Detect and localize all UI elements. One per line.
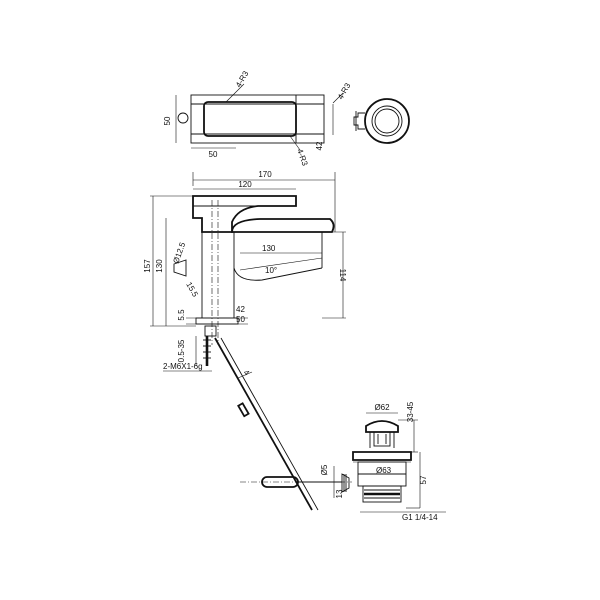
side-dia-label: Ø5 [320, 464, 329, 475]
total-height-label: 57 [419, 475, 428, 484]
rod-dia-label: 4 [242, 368, 252, 378]
top-height-label: 42 [315, 141, 324, 150]
drain-view: Ø62 Ø63 Ø5 13 33-45 57 G1 1/4-14 [240, 401, 446, 522]
top-width-label: 50 [209, 150, 218, 159]
thread-label: G1 1/4-14 [402, 513, 438, 522]
base-width-42-label: 42 [236, 305, 245, 314]
top-radius-label-c: 4-R3 [336, 81, 353, 101]
base-gap-label: 5.5 [177, 309, 186, 321]
spout-height-label: 114 [338, 269, 347, 282]
cap-dia-label: Ø62 [374, 403, 390, 412]
thread-spec-label: 2-M6X1-6g [163, 362, 203, 371]
outlet-icon [173, 259, 187, 277]
top-depth-label: 50 [163, 116, 172, 125]
angle-label: 10° [265, 266, 277, 275]
height-range-label: 33-45 [406, 401, 415, 422]
spout-length-label: 120 [238, 180, 252, 189]
aerator-front-view [353, 98, 410, 144]
top-view: 50 50 42 4-R3 4-R3 4-R3 [163, 69, 410, 168]
inner-length-label: 130 [262, 244, 276, 253]
side-view: 170 120 42 50 5.5 157 130 130 10° 114 Ø [143, 170, 347, 511]
body-height-label: 130 [155, 259, 164, 273]
top-radius-label-b: 4-R3 [295, 148, 310, 168]
body-dia-label: Ø63 [376, 466, 392, 475]
base-width-50-label: 50 [236, 315, 245, 324]
lever-pin-icon [177, 112, 189, 124]
top-radius-label-a: 4-R3 [234, 69, 251, 89]
overall-length-label: 170 [258, 170, 272, 179]
overall-height-label: 157 [143, 259, 152, 273]
outlet-len-label: 15.5 [184, 281, 200, 299]
outlet-dia-label: Ø12.5 [171, 241, 187, 265]
thread-range-label: 0.5-35 [177, 339, 186, 362]
side-offset-label: 13 [335, 489, 344, 498]
